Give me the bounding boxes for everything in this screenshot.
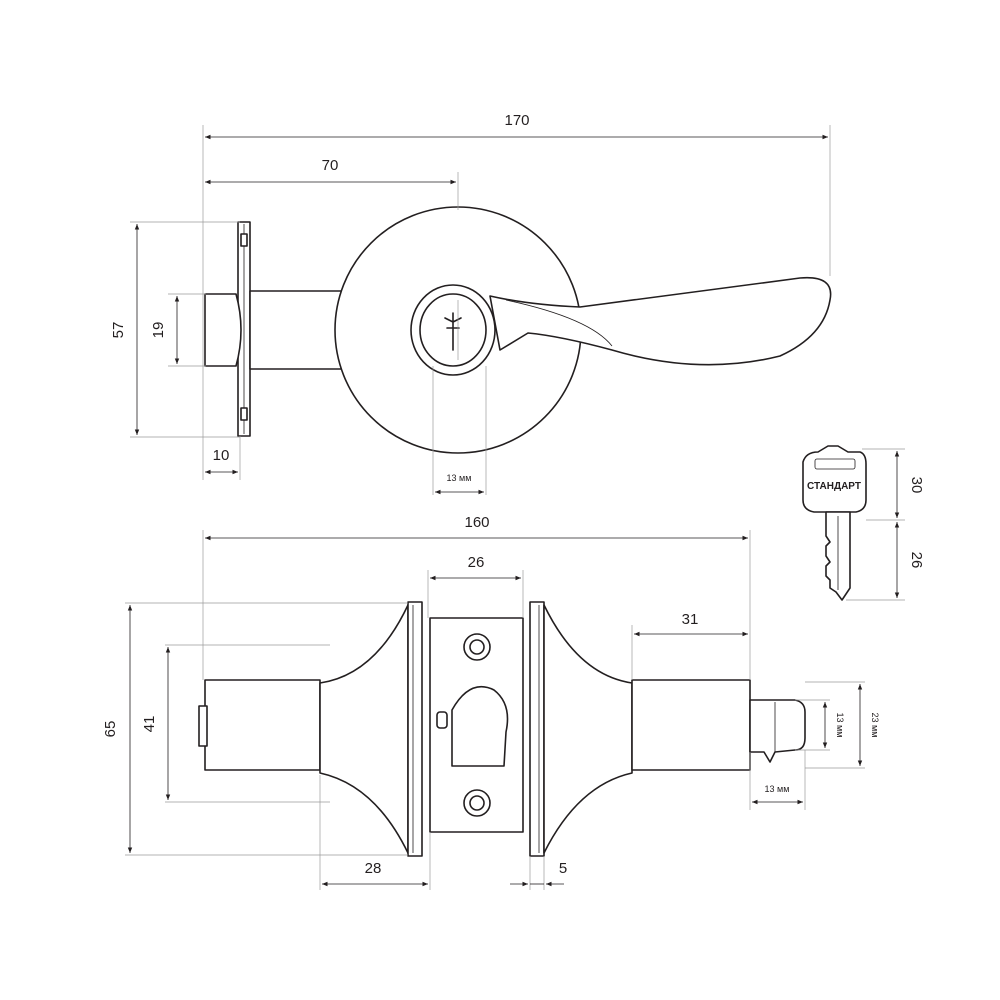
dim-rose-thickness: 5 [559,860,567,877]
right-rose-disk [529,601,545,857]
left-rose-disk [407,601,423,857]
right-flange [543,604,633,854]
dim-latch-face: 19 [150,322,167,339]
dim-rose-height: 57 [110,322,127,339]
dim-to-axis: 70 [322,157,339,174]
dim-cylinder: 13 мм [447,473,472,483]
right-tube [631,679,751,771]
dim-rose-diameter: 65 [102,721,119,738]
key-head [802,445,867,513]
dim-tail-length: 13 мм [765,784,790,794]
key-brand-label: СТАНДАРТ [807,481,861,492]
dim-tail-height: 23 мм [870,713,880,738]
top-view: 160 26 31 65 41 13 мм 23 мм 13 мм 28 5 [102,514,880,890]
key-drawing: СТАНДАРТ 30 26 [802,445,925,601]
lever-handle [489,276,832,366]
latch-tube [249,290,351,370]
dim-tail-width: 13 мм [835,713,845,738]
side-view: 170 70 57 19 10 13 мм [110,112,832,495]
spindle-hole [451,685,509,767]
dim-faceplate-depth: 10 [213,447,230,464]
tailpiece [749,699,806,763]
dim-spindle-length: 31 [682,611,699,628]
left-tube [204,679,321,771]
left-flange [319,604,409,854]
dim-key-head: 30 [908,477,925,494]
dim-inner-diameter: 41 [141,716,158,733]
dim-body-length: 160 [464,514,489,531]
dim-key-blade: 26 [908,552,925,569]
dim-plate-width: 26 [468,554,485,571]
latch-bolt [204,293,242,367]
dim-flange-depth: 28 [365,860,382,877]
dim-overall-length: 170 [504,112,529,129]
